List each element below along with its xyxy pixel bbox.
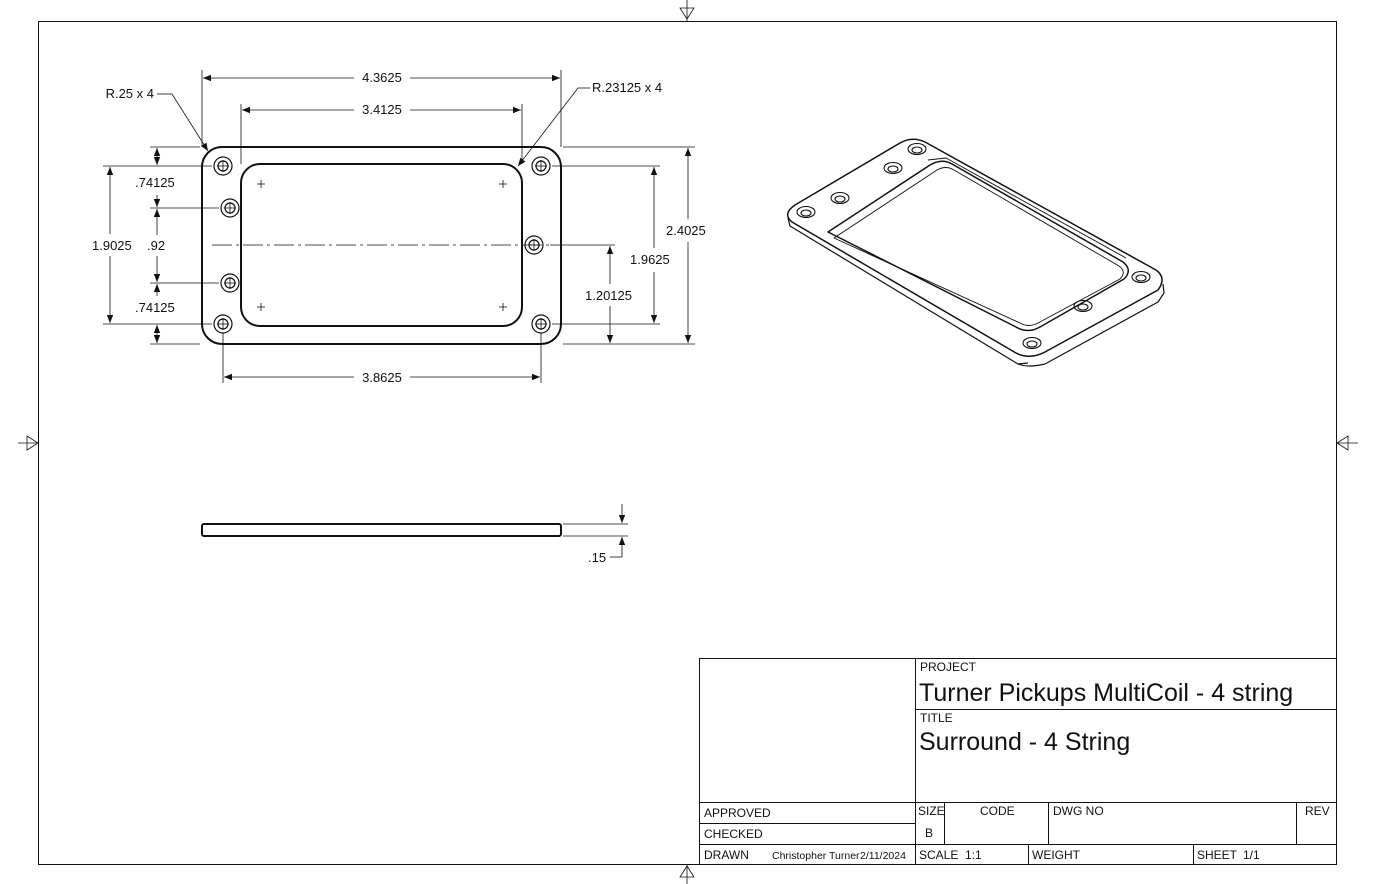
dim-left-span: 1.9025 [92,238,132,253]
size-label: SIZE [918,804,945,818]
dimension-lines [106,74,692,381]
iso-holes [796,142,1151,350]
corner-center-marks [257,180,507,311]
mounting-hole [531,156,551,176]
extension-lines [103,70,695,383]
dim-right-span: 1.9625 [630,252,670,267]
checked-label: CHECKED [704,827,763,841]
dim-right-hole: 1.20125 [585,288,632,303]
dwg-no-label: DWG NO [1053,804,1104,818]
radius-leaders [157,87,590,167]
drawn-date: 2/11/2024 [860,850,906,862]
dim-top-spacing: .74125 [135,175,175,190]
rev-label: REV [1305,804,1330,818]
dim-inner-width: 3.4125 [362,102,402,117]
code-label: CODE [980,804,1015,818]
scale-label: SCALE [919,848,958,862]
iso-plate-top [786,138,1163,357]
dim-inner-radius: R.23125 x 4 [592,80,662,95]
side-profile [201,523,562,537]
title-label: TITLE [920,711,953,725]
dim-outer-radius: R.25 x 4 [106,86,154,101]
drawn-label: DRAWN [704,848,749,862]
dim-mid-spacing: .92 [147,238,165,253]
mounting-hole [220,273,240,293]
drawn-by: Christopher Turner [772,850,860,862]
weight-label: WEIGHT [1032,848,1081,862]
side-view: .15 [201,504,628,565]
dim-thickness: .15 [588,550,606,565]
title-block [699,658,1337,865]
sheet-label: SHEET [1197,848,1238,862]
dim-bottom-spacing: .74125 [135,300,175,315]
size-value: B [925,826,933,840]
plate-outline [201,146,562,345]
project-name: Turner Pickups MultiCoil - 4 string [919,679,1293,707]
dim-overall-height: 2.4025 [666,223,706,238]
mounting-hole [531,314,551,334]
mounting-hole [213,156,233,176]
mounting-hole [220,198,240,218]
centering-marks [18,0,1358,884]
mounting-hole [524,235,544,255]
approved-label: APPROVED [704,806,771,820]
sheet-value: 1/1 [1243,848,1260,862]
dim-hole-span: 3.8625 [362,370,402,385]
scale-value: 1:1 [965,848,982,862]
front-view: 4.3625 3.4125 3.8625 R.25 x 4 R.23125 x … [92,70,706,385]
project-label: PROJECT [920,660,977,674]
iso-cutout [827,160,1129,332]
dim-overall-width: 4.3625 [362,70,402,85]
isometric-view [786,138,1165,367]
drawing-title: Surround - 4 String [919,728,1130,756]
mounting-hole [213,314,233,334]
